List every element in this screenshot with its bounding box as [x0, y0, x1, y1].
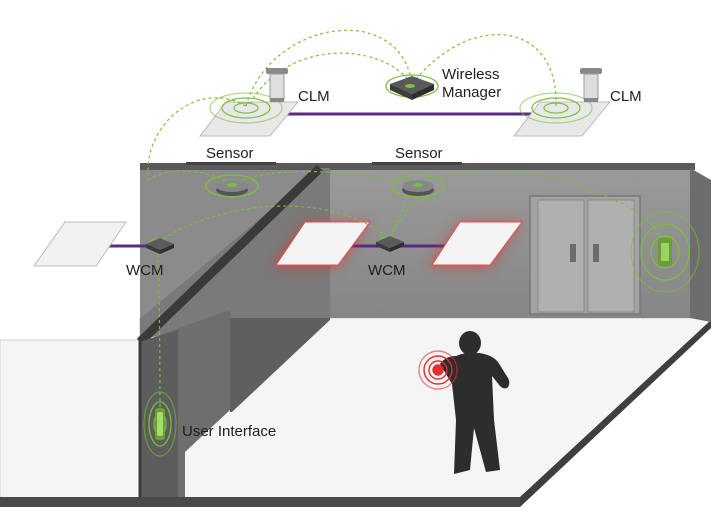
wall-switch-icon — [658, 238, 672, 266]
fixture-glowing-1 — [272, 221, 371, 268]
person-silhouette — [440, 331, 510, 474]
fixture-left — [33, 221, 127, 267]
floor — [0, 317, 711, 501]
clm-icon-right — [580, 68, 602, 102]
partition-dark-face — [230, 318, 330, 412]
sensor-bar-left — [186, 162, 276, 165]
wireless-manager-label-line2: Manager — [442, 84, 502, 101]
sensor-icon-right — [402, 180, 434, 196]
sensor-bar-right — [372, 162, 462, 165]
clm-panel-left — [198, 101, 300, 137]
clm-icon-left — [266, 68, 288, 102]
wireless-links — [147, 29, 665, 421]
sensor-icon-left — [216, 180, 248, 196]
right-side-wall — [690, 168, 711, 322]
clm-panel-right — [512, 101, 612, 137]
wcm-icon-left — [146, 238, 174, 254]
wireless-manager-icon — [390, 76, 434, 100]
wcm-label-right: WCM — [368, 262, 406, 279]
sensor-label-left: Sensor — [206, 145, 254, 162]
sensor-label-right: Sensor — [395, 145, 443, 162]
fixture-glowing-2 — [428, 221, 523, 268]
floor-right-edge — [520, 320, 711, 507]
user-interface-label: User Interface — [182, 423, 277, 440]
floor-front-edge — [0, 497, 520, 507]
clm-label-left: CLM — [298, 88, 330, 105]
user-interface-icon — [155, 408, 165, 440]
double-door — [529, 195, 641, 315]
wireless-manager-label-line1: Wireless — [442, 66, 500, 83]
ceiling-edge — [140, 163, 695, 170]
phone-signal — [418, 350, 458, 390]
wcm-icon-right — [376, 236, 404, 252]
clm-label-right: CLM — [610, 88, 642, 105]
wcm-label-left: WCM — [126, 262, 164, 279]
partition-top-edge — [136, 164, 324, 346]
